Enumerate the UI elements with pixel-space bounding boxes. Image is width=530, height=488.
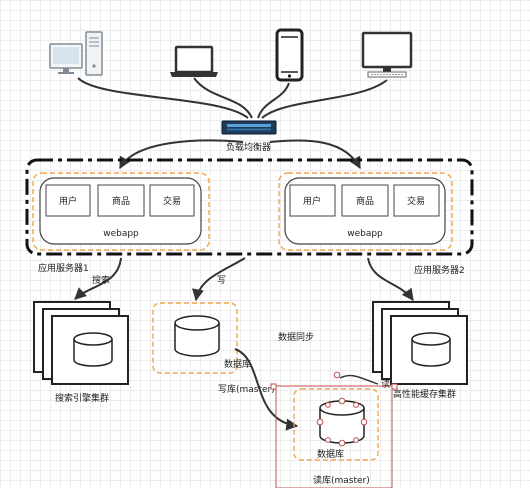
module-label: 用户 bbox=[59, 195, 77, 207]
connection-point[interactable] bbox=[391, 383, 398, 390]
cache-edge bbox=[367, 257, 414, 301]
lb-to-server1-edge bbox=[119, 139, 244, 170]
selection-handles[interactable] bbox=[316, 371, 368, 447]
write-db-dashed-frame bbox=[152, 302, 238, 374]
search-edge-label: 搜索 bbox=[92, 274, 110, 286]
write-db-caption: 写库(master) bbox=[218, 383, 275, 395]
module-box bbox=[149, 184, 195, 217]
selection-outline bbox=[275, 385, 393, 488]
search-edge bbox=[74, 257, 122, 300]
database-icon bbox=[174, 315, 220, 357]
smartphone-icon bbox=[275, 28, 304, 82]
module-label: 商品 bbox=[356, 195, 374, 207]
load-balancer-icon bbox=[221, 120, 277, 135]
lb-to-server2-edge bbox=[269, 139, 361, 170]
read-db-name: 数据库 bbox=[317, 448, 344, 460]
module-label: 交易 bbox=[163, 195, 181, 207]
search-engine-cluster-label: 搜索引擎集群 bbox=[55, 392, 109, 404]
cache-cluster bbox=[372, 301, 468, 385]
read-database[interactable]: 数据库 读库(master) bbox=[275, 371, 393, 488]
search-engine-cluster bbox=[33, 301, 129, 385]
module-box bbox=[289, 184, 336, 217]
write-database: 数据库 bbox=[152, 302, 251, 374]
module-box bbox=[393, 184, 440, 217]
sync-edge-label: 数据同步 bbox=[278, 331, 314, 343]
cache-cluster-label: 高性能缓存集群 bbox=[393, 388, 456, 400]
server2-dashed-frame bbox=[278, 172, 453, 251]
sync-edge bbox=[234, 348, 299, 431]
database-icon bbox=[73, 332, 113, 367]
database-icon bbox=[411, 332, 451, 367]
app-server-2-label: 应用服务器2 bbox=[414, 264, 465, 276]
client-edges bbox=[77, 77, 388, 119]
webapp-label: webapp bbox=[103, 229, 139, 239]
module-box bbox=[341, 184, 389, 217]
write-edge-label: 写 bbox=[217, 275, 226, 286]
read-db-dashed-frame bbox=[293, 388, 379, 461]
load-balancer-label: 负载均衡器 bbox=[226, 141, 271, 153]
desktop-pc-icon bbox=[49, 31, 103, 76]
app-server-2: 用户 商品 交易 webapp bbox=[278, 172, 453, 251]
write-db-name: 数据库 bbox=[224, 358, 251, 370]
monitor-icon bbox=[361, 31, 413, 78]
module-label: 交易 bbox=[407, 195, 425, 207]
database-icon bbox=[319, 400, 365, 444]
app-cluster-boundary bbox=[25, 158, 474, 256]
read-edge-label: 读 bbox=[381, 378, 390, 390]
module-box bbox=[97, 184, 145, 217]
server1-dashed-frame bbox=[32, 172, 210, 251]
app-server-1: 用户 商品 交易 webapp bbox=[32, 172, 210, 251]
write-edge bbox=[192, 257, 246, 302]
connection-point[interactable] bbox=[270, 383, 277, 390]
webapp-label: webapp bbox=[347, 229, 383, 239]
module-box bbox=[45, 184, 91, 217]
app-server-1-label: 应用服务器1 bbox=[38, 262, 89, 274]
laptop-icon bbox=[170, 45, 218, 77]
read-edge bbox=[339, 374, 379, 385]
module-label: 用户 bbox=[303, 195, 321, 207]
module-label: 商品 bbox=[112, 195, 130, 207]
rotate-handle[interactable] bbox=[333, 371, 341, 379]
read-db-caption: 读库(master) bbox=[313, 474, 370, 486]
